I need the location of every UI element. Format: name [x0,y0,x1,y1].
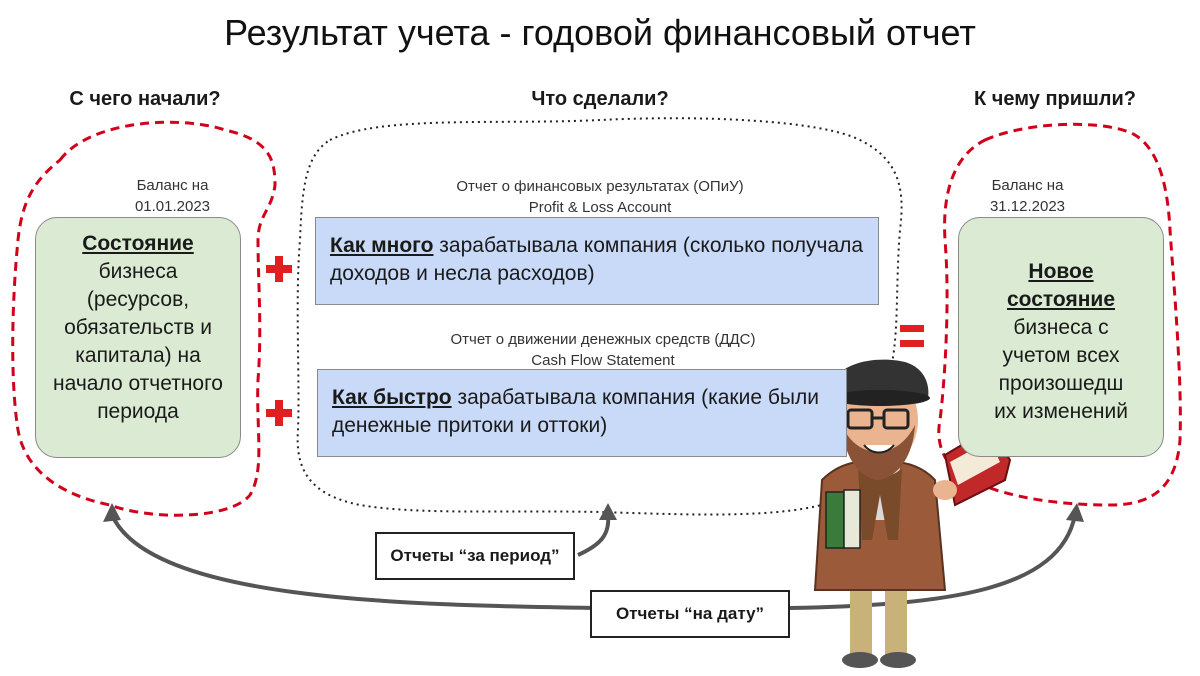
pnl-box: Как много зарабатывала компания (сколько… [315,217,879,305]
end-state-box: Новое состояние бизнеса с учетом всех пр… [958,217,1164,457]
start-state-box: Состояние бизнеса (ресурсов, обязательст… [35,217,241,458]
cashflow-box-text: зарабатывала компания (какие были денежн… [332,386,819,437]
end-state-text: бизнеса с учетом всех произошедш их изме… [994,316,1128,423]
arrowhead-icon [1066,503,1084,522]
heading-start: С чего начали? [69,88,221,110]
plus-icon [266,256,292,282]
cashflow-caption-en: Cash Flow Statement [531,352,675,369]
period-reports-label: Отчеты “за период” [375,532,575,580]
heading-did: Что сделали? [531,88,669,110]
date-arrow-left [110,514,596,610]
pnl-caption-en: Profit & Loss Account [528,199,672,216]
left-balance-label: Баланс на [136,177,209,194]
cashflow-caption: Отчет о движении денежных средств (ДДС) … [380,329,826,371]
cashflow-box: Как быстро зарабатывала компания (какие … [317,369,847,457]
right-balance-label: Баланс на [991,177,1064,194]
right-dashed-outline [937,122,1182,507]
date-reports-label: Отчеты “на дату” [590,590,790,638]
end-state-title: Новое состояние [1007,260,1115,311]
start-state-title: Состояние [82,232,194,255]
page-title: Результат учета - годовой финансовый отч… [224,12,976,53]
start-state-text: бизнеса (ресурсов, обязательств и капита… [53,260,223,423]
period-arrow [577,514,611,557]
right-balance-date: 31.12.2023 [989,198,1066,215]
heading-result: К чему пришли? [974,88,1136,110]
right-balance-caption: Баланс на 31.12.2023 [955,175,1100,217]
cashflow-caption-ru: Отчет о движении денежных средств (ДДС) [450,331,756,348]
pnl-caption: Отчет о финансовых результатах (ОПиУ) Pr… [380,176,820,218]
arrowhead-icon [103,503,121,522]
left-balance-date: 01.01.2023 [134,198,211,215]
equals-icon [900,325,924,347]
left-balance-caption: Баланс на 01.01.2023 [100,175,245,217]
plus-icon [266,400,292,426]
pnl-caption-ru: Отчет о финансовых результатах (ОПиУ) [456,178,744,195]
left-dashed-outline [11,120,277,517]
pnl-box-text: зарабатывала компания (сколько получала … [330,234,864,285]
cashflow-box-bold: Как быстро [332,386,452,409]
arrowhead-icon [599,503,617,520]
pnl-box-bold: Как много [330,234,434,257]
